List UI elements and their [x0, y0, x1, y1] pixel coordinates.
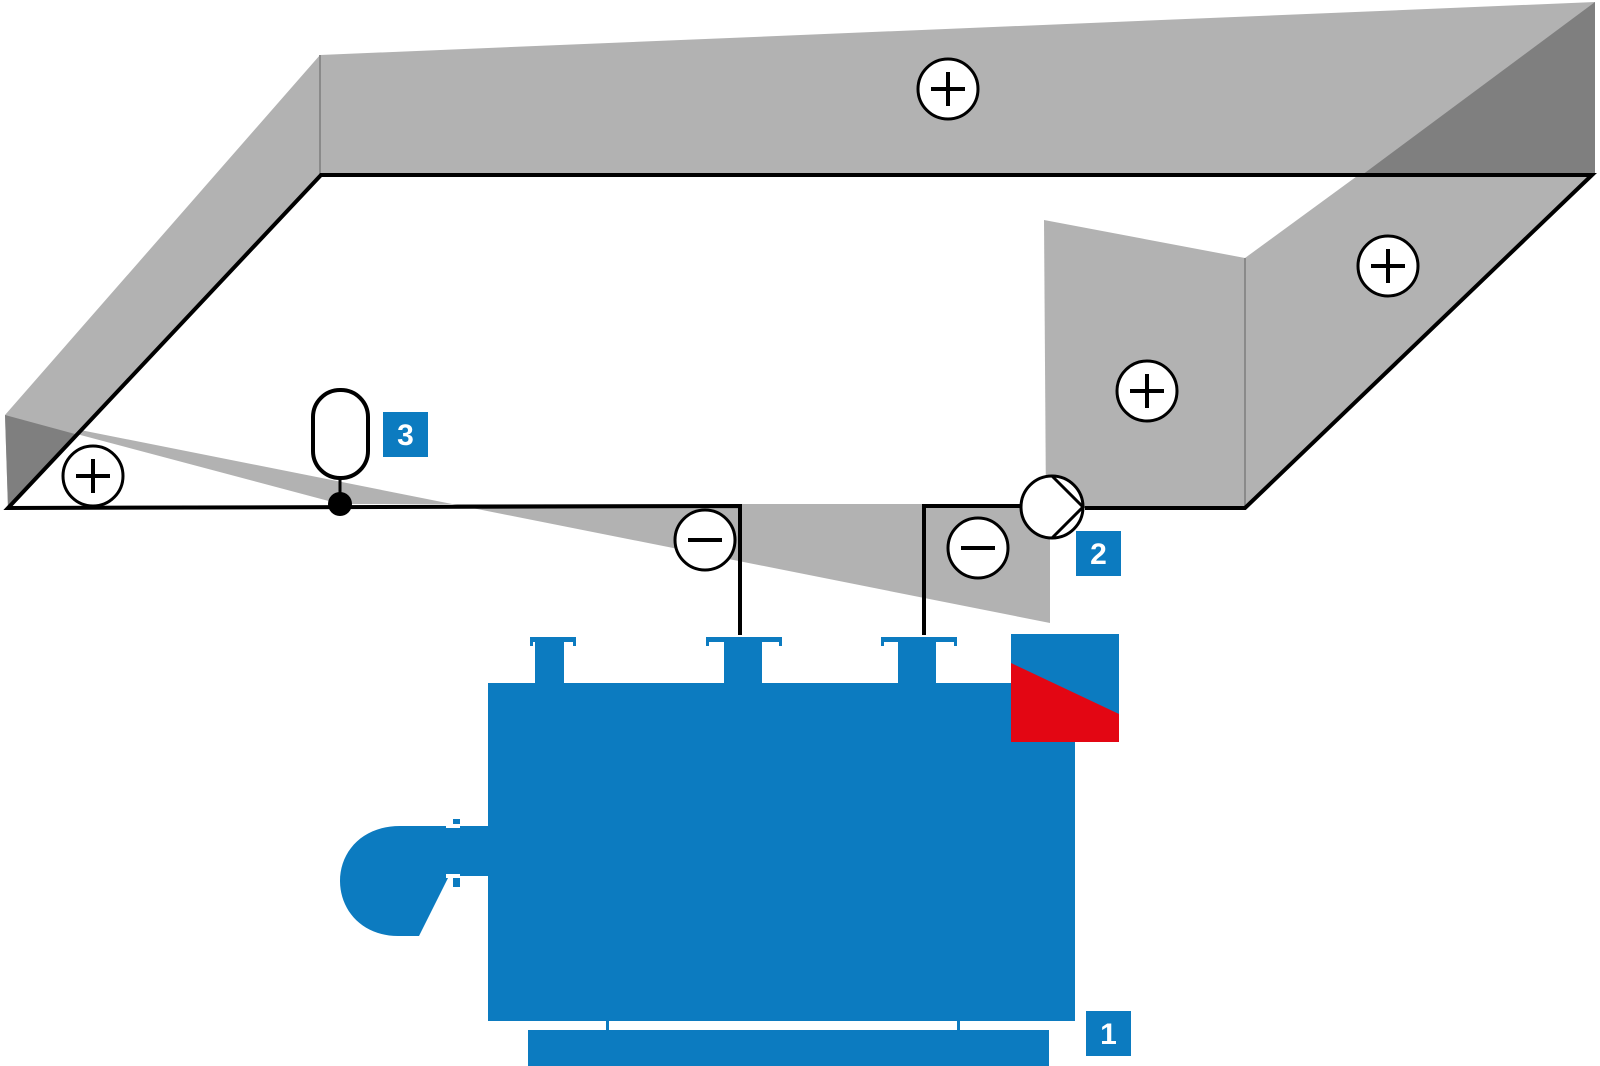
pressure-zone: [5, 2, 1595, 623]
pressure-markers: [61, 57, 1420, 580]
minus-marker-supply: [673, 508, 737, 572]
plus-marker-left: [61, 444, 125, 508]
boiler-nozzle: [706, 637, 782, 685]
label-boiler: 1: [1086, 1011, 1131, 1056]
expansion-vessel: [311, 388, 370, 516]
label-expansion-vessel-text: 3: [397, 419, 414, 452]
plus-marker-right-upper: [1356, 234, 1420, 298]
burner-flange: [453, 819, 460, 887]
pressure-zone-bottom: [5, 415, 1050, 623]
boiler-nozzle: [530, 637, 576, 685]
circulation-pump: [1019, 474, 1086, 540]
pressure-zone-shade-right: [1362, 2, 1595, 175]
pressure-zone-left: [5, 55, 320, 508]
controller-box: [1011, 634, 1119, 742]
boiler: [340, 637, 1075, 1066]
controller-red-segment: [1011, 663, 1119, 742]
pump-direction-arrow: [1050, 474, 1086, 540]
boiler-foot: [957, 1020, 960, 1032]
minus-marker-return: [946, 516, 1010, 580]
burner-housing: [340, 826, 488, 936]
plus-marker-top: [916, 57, 980, 121]
label-pump-text: 2: [1090, 538, 1107, 571]
plus-marker-right-lower: [1115, 359, 1179, 423]
pump-circle: [1019, 474, 1085, 540]
pressure-zone-shade-left: [5, 415, 75, 508]
boiler-base: [528, 1030, 1049, 1066]
label-pump: 2: [1076, 531, 1121, 576]
expansion-vessel-tank: [311, 388, 370, 480]
burner-flange-line: [446, 874, 460, 878]
main-loop-pipe: [3, 173, 1597, 635]
expansion-junction-dot: [328, 492, 352, 516]
label-boiler-text: 1: [1100, 1018, 1117, 1051]
burner-flange-line: [446, 824, 460, 828]
return-pipe: [922, 504, 1020, 635]
boiler-nozzle: [881, 637, 957, 685]
boiler-foot: [606, 1020, 609, 1032]
boiler-body: [488, 683, 1075, 1021]
label-expansion-vessel: 3: [383, 412, 428, 457]
